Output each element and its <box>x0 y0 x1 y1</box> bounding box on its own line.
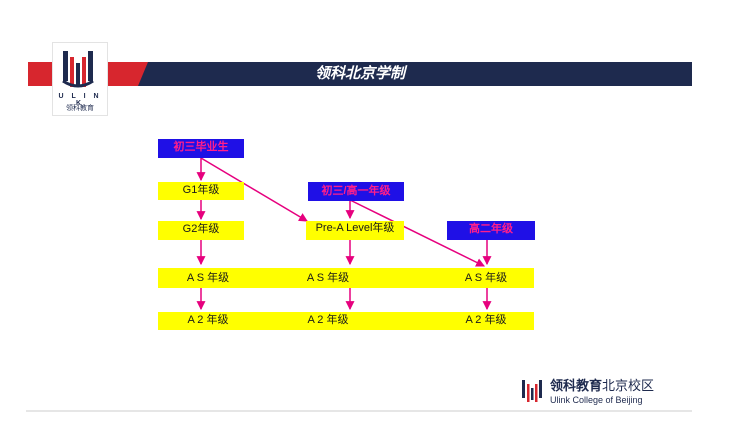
arrow-grad-prea <box>200 157 308 222</box>
node-grad: 初三毕业生 <box>158 139 244 158</box>
footer-brand: 领科教育 <box>550 378 603 393</box>
slide-bottom-edge <box>26 410 692 412</box>
node-g11: 高二年级 <box>447 221 535 240</box>
node-as-right: A S 年级 <box>398 268 534 288</box>
node-g2: G2年级 <box>158 221 244 240</box>
ulink-logo: U L I N K 领科教育 <box>52 42 108 116</box>
footer-school-name: 领科教育北京校区 <box>550 378 654 394</box>
node-prea: Pre-A Level年级 <box>306 221 404 240</box>
node-as-mid: A S 年级 <box>258 268 398 288</box>
ulink-logo-icon <box>62 51 94 88</box>
logo-wordmark: U L I N K <box>58 93 102 107</box>
footer-school-english: Ulink College of Beijing <box>550 395 643 405</box>
page-title: 领科北京学制 <box>314 65 405 82</box>
footer-logo-icon <box>522 380 542 402</box>
footer-campus: 北京校区 <box>602 378 655 393</box>
arrow-g3-as-right <box>349 199 486 267</box>
node-g1: G1年级 <box>158 182 244 200</box>
node-a2-right: A 2 年级 <box>398 312 534 330</box>
node-a2-mid: A 2 年级 <box>258 312 398 330</box>
node-as-left: A S 年级 <box>158 268 258 288</box>
logo-subtitle: 领科教育 <box>66 105 94 112</box>
header-navy-bar <box>138 62 692 86</box>
node-g3: 初三/高一年级 <box>308 182 404 201</box>
node-a2-left: A 2 年级 <box>158 312 258 330</box>
